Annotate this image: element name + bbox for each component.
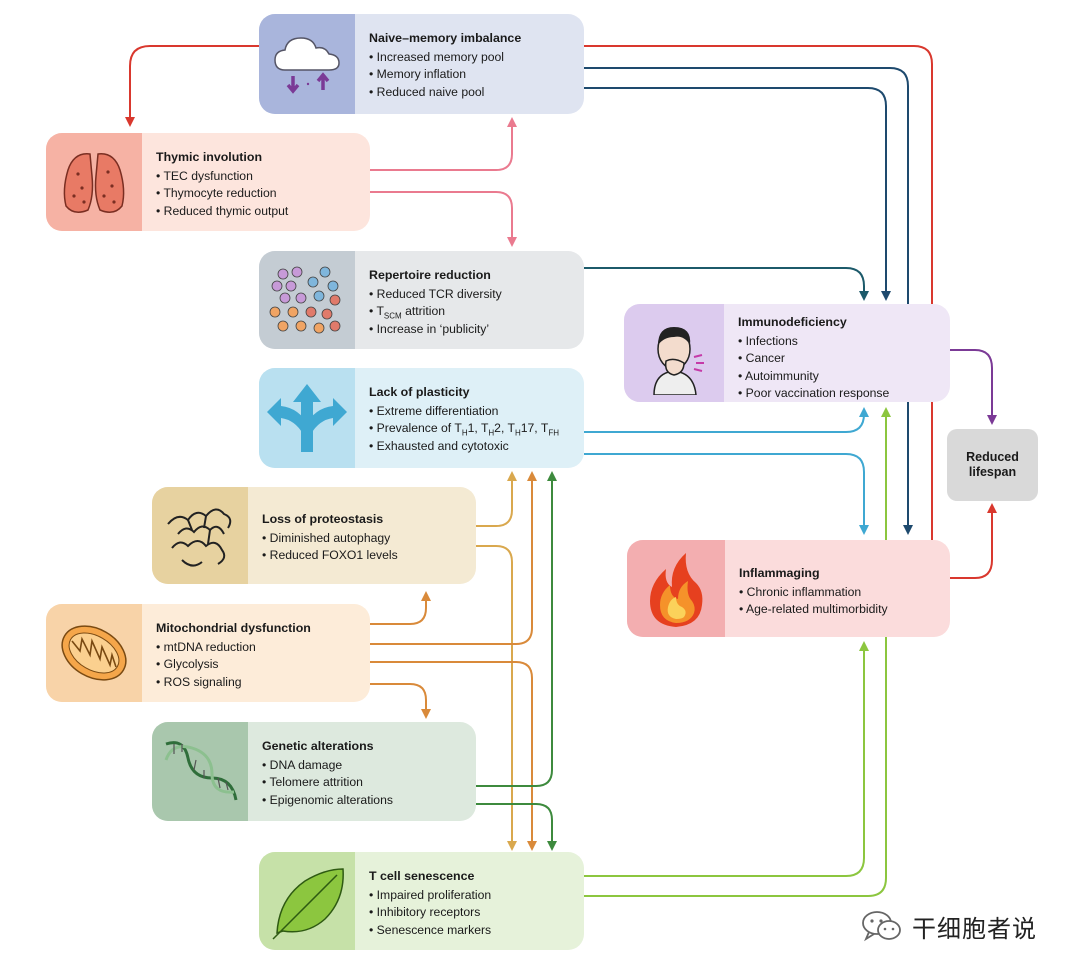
list-item: Increased memory pool bbox=[369, 49, 521, 67]
list-item: DNA damage bbox=[262, 757, 393, 775]
card-lack-of-plasticity: Lack of plasticity Extreme differentiati… bbox=[259, 368, 584, 468]
list-item: Reduced thymic output bbox=[156, 203, 289, 221]
list-item: Glycolysis bbox=[156, 656, 311, 674]
card-naive-memory-imbalance: Naive–memory imbalance Increased memory … bbox=[259, 14, 584, 114]
leaf-icon bbox=[259, 852, 355, 950]
list-item: Diminished autophagy bbox=[262, 530, 398, 548]
arrow-mito-to-senescence bbox=[370, 661, 537, 851]
arrow-naive-to-inflammaging bbox=[584, 45, 933, 540]
arrow-proteostasis-to-plasticity bbox=[476, 471, 517, 527]
card-inflammaging: Inflammaging Chronic inflammation Age-re… bbox=[627, 540, 950, 637]
list-item: TEC dysfunction bbox=[156, 168, 288, 186]
arrow-senescence-to-immunodeficiency bbox=[584, 407, 891, 897]
list-item: Telomere attrition bbox=[262, 774, 393, 792]
list-item: Exhausted and cytotoxic bbox=[369, 438, 559, 456]
wechat-icon bbox=[862, 911, 901, 942]
list-item: Reduced naive pool bbox=[369, 84, 521, 102]
list-item: Infections bbox=[738, 333, 889, 351]
arrow-mito-to-plasticity bbox=[370, 471, 537, 645]
list-item: TSCM attrition bbox=[369, 303, 502, 321]
card-title: Immunodeficiency bbox=[738, 315, 847, 329]
mitochondrion-icon bbox=[46, 604, 142, 702]
card-thymic-involution: Thymic involution TEC dysfunction Thymoc… bbox=[46, 133, 370, 231]
list-item: Poor vaccination response bbox=[738, 385, 890, 402]
list-item: Inhibitory receptors bbox=[369, 904, 491, 922]
arrow-naive-to-thymic bbox=[125, 45, 259, 127]
card-immunodeficiency: Immunodeficiency Infections Cancer Autoi… bbox=[624, 304, 950, 402]
list-item: Epigenomic alterations bbox=[262, 792, 393, 810]
thymus-icon bbox=[46, 133, 142, 231]
watermark-text: 干细胞者说 bbox=[912, 915, 1037, 943]
sick-person-icon bbox=[624, 304, 724, 402]
list-item: Increase in ‘publicity’ bbox=[369, 321, 502, 339]
branch-arrows-icon bbox=[259, 368, 355, 468]
arrow-repertoire-to-immunodeficiency bbox=[584, 267, 869, 301]
card-repertoire-reduction: Repertoire reduction Reduced TCR diversi… bbox=[259, 251, 584, 349]
watermark: 干细胞者说 bbox=[860, 908, 1037, 944]
list-item: ROS signaling bbox=[156, 674, 311, 692]
cloud-icon bbox=[259, 14, 355, 114]
arrow-senescence-to-inflammaging bbox=[584, 641, 869, 877]
list-item: Extreme differentiation bbox=[369, 403, 559, 421]
card-title: Loss of proteostasis bbox=[262, 512, 384, 526]
list-item: Senescence markers bbox=[369, 922, 491, 940]
list-item: mtDNA reduction bbox=[156, 639, 311, 657]
list-item: Thymocyte reduction bbox=[156, 185, 288, 203]
arrow-mito-to-proteostasis bbox=[370, 591, 431, 625]
list-item: Memory inflation bbox=[369, 66, 521, 84]
arrow-plasticity-to-immunodeficiency bbox=[584, 407, 869, 433]
card-t-cell-senescence: T cell senescence Impaired proliferation… bbox=[259, 852, 584, 950]
card-title: Genetic alterations bbox=[262, 739, 374, 753]
card-title: Inflammaging bbox=[739, 566, 820, 580]
arrow-proteostasis-to-senescence bbox=[476, 545, 517, 851]
card-title: Thymic involution bbox=[156, 150, 263, 164]
card-loss-of-proteostasis: Loss of proteostasis Diminished autophag… bbox=[152, 487, 476, 584]
reduced-lifespan-box: Reduced lifespan bbox=[947, 429, 1038, 501]
card-title: Naive–memory imbalance bbox=[369, 31, 522, 45]
list-item: Autoimmunity bbox=[738, 368, 889, 386]
arrow-plasticity-to-inflammaging bbox=[584, 453, 869, 535]
card-title: T cell senescence bbox=[369, 869, 475, 883]
arrow-thymic-to-naive bbox=[370, 117, 517, 171]
list-item: Reduced TCR diversity bbox=[369, 286, 502, 304]
card-genetic-alterations: Genetic alterations DNA damage Telomere … bbox=[152, 722, 476, 821]
cell-cluster-icon bbox=[259, 251, 355, 349]
list-item: Impaired proliferation bbox=[369, 887, 491, 905]
protein-icon bbox=[152, 487, 248, 584]
flame-icon bbox=[627, 540, 725, 637]
arrow-mito-to-genetic bbox=[370, 683, 431, 719]
list-item: Chronic inflammation bbox=[739, 584, 888, 602]
tscm-label: TSCM bbox=[376, 304, 402, 321]
list-item: Prevalence of TH1, TH2, TH17, TFH bbox=[369, 420, 559, 438]
list-item: Reduced FOXO1 levels bbox=[262, 547, 398, 565]
card-title: Lack of plasticity bbox=[369, 385, 470, 399]
card-mitochondrial-dysfunction: Mitochondrial dysfunction mtDNA reductio… bbox=[46, 604, 370, 702]
arrow-genetic-to-plasticity bbox=[476, 471, 557, 787]
reduced-lifespan-label: Reduced lifespan bbox=[966, 450, 1019, 479]
list-item: Cancer bbox=[738, 350, 889, 368]
arrow-naive-to-immunodeficiency bbox=[584, 87, 891, 301]
arrow-naive-to-inflammaging-2 bbox=[584, 67, 913, 535]
arrow-thymic-to-repertoire bbox=[370, 191, 517, 247]
card-title: Mitochondrial dysfunction bbox=[156, 621, 311, 635]
dna-helix-icon bbox=[152, 722, 248, 821]
arrow-immunodeficiency-to-lifespan bbox=[950, 349, 997, 425]
arrow-inflammaging-to-lifespan bbox=[950, 503, 997, 579]
arrow-genetic-to-senescence bbox=[476, 803, 557, 851]
card-title: Repertoire reduction bbox=[369, 268, 491, 282]
list-item: Age-related multimorbidity bbox=[739, 601, 888, 619]
